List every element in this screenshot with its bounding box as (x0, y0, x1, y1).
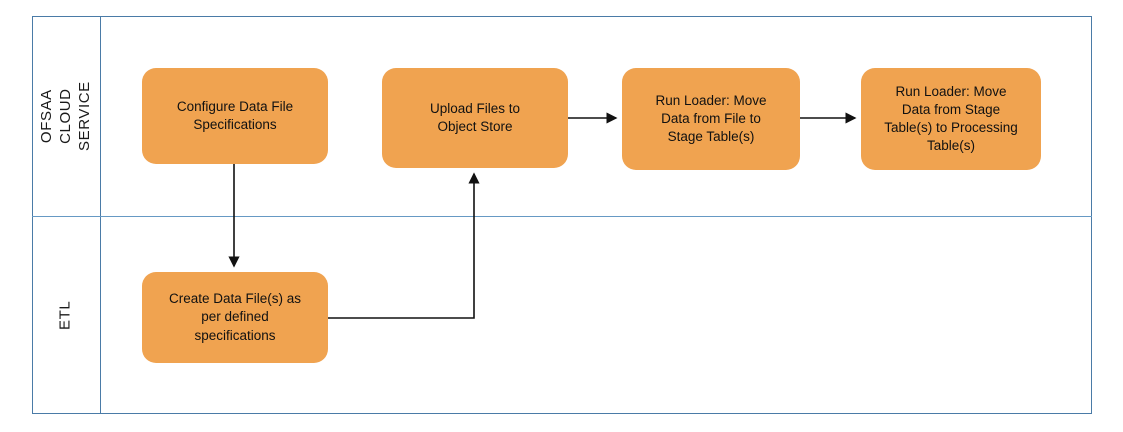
lane-label-ofsaa-cloud-service: OFSAA CLOUD SERVICE (32, 17, 100, 215)
swimlane-frame (32, 16, 1092, 414)
process-box-create-data-files[interactable]: Create Data File(s) as per defined speci… (142, 272, 328, 363)
lane-label-etl-text: ETL (56, 300, 74, 330)
lane-label-etl: ETL (32, 217, 100, 413)
process-box-configure-data-file-specifications[interactable]: Configure Data File Specifications (142, 68, 328, 164)
process-box-run-loader-stage-to-processing[interactable]: Run Loader: Move Data from Stage Table(s… (861, 68, 1041, 170)
lane-divider-line (32, 216, 1092, 217)
lane-label-column-divider (100, 16, 101, 414)
process-box-run-loader-file-to-stage[interactable]: Run Loader: Move Data from File to Stage… (622, 68, 800, 170)
lane-label-ofsaa-cloud-service-text: OFSAA CLOUD SERVICE (37, 81, 93, 151)
process-box-upload-files-to-object-store[interactable]: Upload Files to Object Store (382, 68, 568, 168)
